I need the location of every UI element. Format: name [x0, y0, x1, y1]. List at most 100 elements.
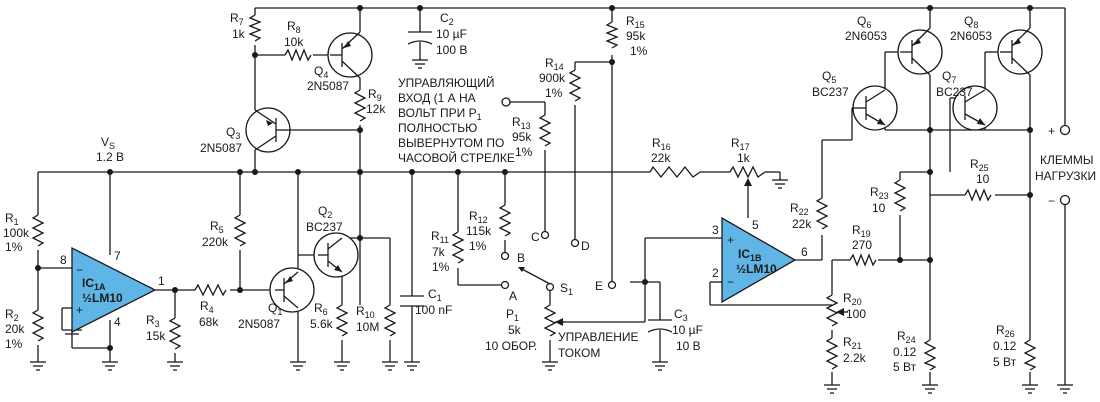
svg-text:R10: R10 [356, 304, 375, 320]
q1-transistor [269, 267, 315, 313]
svg-text:BC237: BC237 [936, 85, 973, 99]
svg-text:5k: 5k [508, 323, 522, 337]
svg-text:−: − [1048, 194, 1055, 208]
svg-text:22k: 22k [651, 151, 671, 165]
ic1a-opamp: − + IC1A ½LM10 [71, 246, 157, 334]
svg-text:R1: R1 [5, 211, 19, 227]
svg-text:100 В: 100 В [436, 43, 467, 57]
p1-potentiometer [543, 304, 557, 337]
ground-icon [382, 361, 398, 371]
svg-text:2N5087: 2N5087 [200, 141, 242, 155]
svg-text:ВЫВЕРНУТОМ ПО: ВЫВЕРНУТОМ ПО [398, 136, 504, 150]
r1-resistor [31, 214, 45, 247]
svg-text:VS: VS [101, 135, 115, 151]
r9-resistor [353, 89, 367, 122]
svg-text:ВХОД (1 А НА: ВХОД (1 А НА [398, 91, 476, 105]
r19-resistor [849, 253, 877, 267]
svg-text:4: 4 [114, 315, 121, 329]
svg-text:A: A [509, 289, 517, 303]
svg-text:10 µF: 10 µF [436, 27, 467, 41]
r13-resistor [538, 114, 552, 147]
capacitors [400, 31, 673, 333]
svg-text:R13: R13 [512, 115, 531, 131]
ground-icon [824, 384, 840, 394]
svg-text:1%: 1% [545, 86, 563, 100]
r22-resistor [815, 197, 829, 230]
svg-text:10 В: 10 В [676, 339, 701, 353]
svg-text:1.2 В: 1.2 В [96, 150, 124, 164]
svg-text:5 Вт: 5 Вт [993, 355, 1017, 369]
svg-text:1: 1 [158, 274, 165, 288]
r10-resistor [383, 304, 397, 337]
svg-text:2N6053: 2N6053 [950, 29, 992, 43]
q2-transistor [313, 232, 359, 278]
svg-text:D: D [581, 239, 590, 253]
s1-switch [500, 230, 617, 292]
svg-text:R21: R21 [843, 335, 862, 351]
r2-resistor [31, 309, 45, 342]
ground-icon [1057, 384, 1073, 394]
svg-text:1k: 1k [737, 151, 751, 165]
svg-text:270: 270 [852, 238, 872, 252]
svg-text:8: 8 [60, 253, 67, 267]
svg-text:1%: 1% [515, 145, 533, 159]
svg-text:10: 10 [976, 172, 990, 186]
r14-resistor [568, 69, 582, 102]
grounds [30, 59, 1073, 394]
svg-text:22k: 22k [792, 217, 812, 231]
junctions [35, 5, 1033, 351]
load-minus-terminal [1059, 194, 1071, 206]
svg-text:1%: 1% [469, 239, 487, 253]
r21-resistor [825, 337, 839, 370]
svg-text:2N5087: 2N5087 [238, 317, 280, 331]
r16-resistor [649, 165, 701, 179]
ground-icon [167, 361, 183, 371]
q7-transistor [952, 85, 998, 131]
svg-text:1%: 1% [5, 240, 23, 254]
svg-text:12k: 12k [366, 102, 386, 116]
svg-text:BC237: BC237 [812, 85, 849, 99]
svg-text:C: C [531, 230, 540, 244]
ground-icon [922, 384, 938, 394]
svg-text:C1: C1 [428, 287, 442, 303]
svg-text:220k: 220k [202, 235, 229, 249]
wires [37, 7, 1066, 385]
svg-text:УПРАВЛЯЮЩИЙ: УПРАВЛЯЮЩИЙ [398, 75, 495, 90]
svg-text:IC1A: IC1A [82, 276, 106, 292]
svg-text:10 ОБОР.: 10 ОБОР. [485, 339, 537, 353]
svg-text:95k: 95k [626, 29, 646, 43]
svg-text:20k: 20k [5, 322, 25, 336]
svg-text:−: − [727, 275, 734, 289]
svg-text:ТОКОМ: ТОКОМ [558, 346, 600, 360]
svg-text:2N5087: 2N5087 [307, 79, 349, 93]
svg-text:IC1B: IC1B [738, 247, 762, 263]
svg-text:15k: 15k [146, 329, 166, 343]
ground-icon [404, 361, 420, 371]
svg-text:Q3: Q3 [226, 125, 240, 141]
svg-text:7k: 7k [432, 245, 446, 259]
svg-text:ВОЛЬТ ПРИ P1: ВОЛЬТ ПРИ P1 [398, 106, 482, 122]
q6-transistor [897, 27, 943, 76]
ic1b-opamp: + − IC1B ½LM10 [721, 216, 797, 304]
svg-text:3: 3 [712, 223, 719, 237]
svg-text:R3: R3 [146, 313, 160, 329]
r5-resistor [233, 214, 247, 247]
svg-text:5.6k: 5.6k [310, 317, 334, 331]
r8-resistor [284, 48, 312, 62]
svg-text:R5: R5 [210, 219, 224, 235]
svg-text:7: 7 [114, 249, 121, 263]
svg-text:B: B [517, 251, 525, 265]
load-terminals-label: КЛЕММЫ НАГРУЗКИ + − [1035, 124, 1096, 208]
q8-transistor [997, 27, 1043, 76]
svg-text:R14: R14 [545, 56, 564, 72]
wipers [555, 178, 848, 326]
control-input-label: УПРАВЛЯЮЩИЙ ВХОД (1 А НА ВОЛЬТ ПРИ P1 ПО… [398, 75, 515, 165]
ground-icon [772, 179, 788, 189]
svg-text:УПРАВЛЕНИЕ: УПРАВЛЕНИЕ [558, 330, 639, 344]
r26-resistor [1023, 339, 1037, 371]
ground-icon [652, 361, 668, 371]
svg-text:R11: R11 [431, 229, 449, 245]
svg-text:R20: R20 [843, 291, 862, 307]
svg-text:95k: 95k [512, 130, 532, 144]
